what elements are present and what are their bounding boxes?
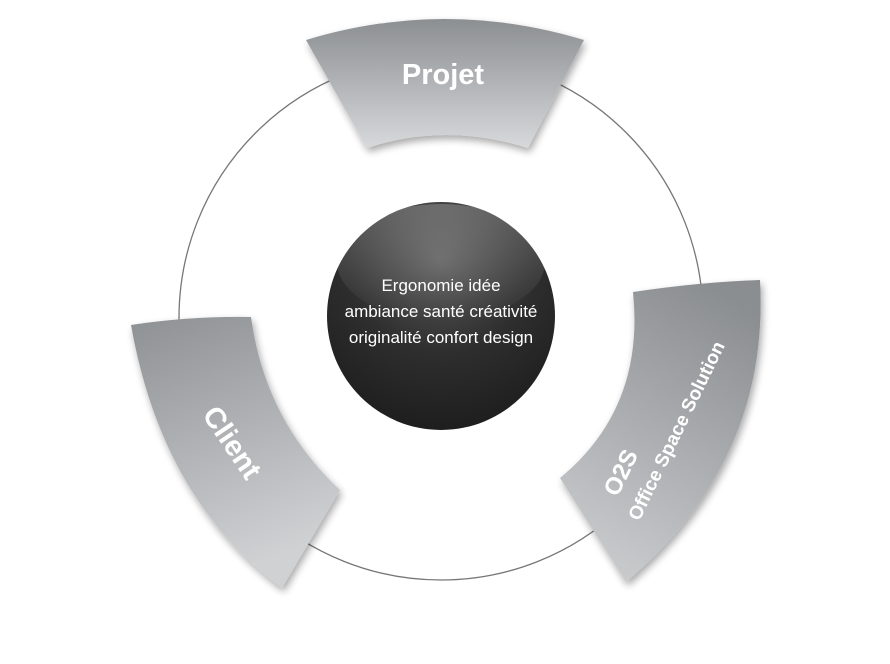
segment-office-space-solution: O2S Office Space Solution — [560, 280, 761, 582]
segment-projet-label: Projet — [402, 59, 485, 91]
center-line-1: Ergonomie idée — [381, 276, 500, 295]
segment-client: Client — [131, 316, 340, 588]
segment-projet: Projet — [306, 19, 584, 148]
center-line-3: originalité confort design — [349, 328, 533, 347]
center-line-2: ambiance santé créativité — [345, 302, 538, 321]
center-hub: Ergonomie idée ambiance santé créativité… — [327, 202, 555, 430]
